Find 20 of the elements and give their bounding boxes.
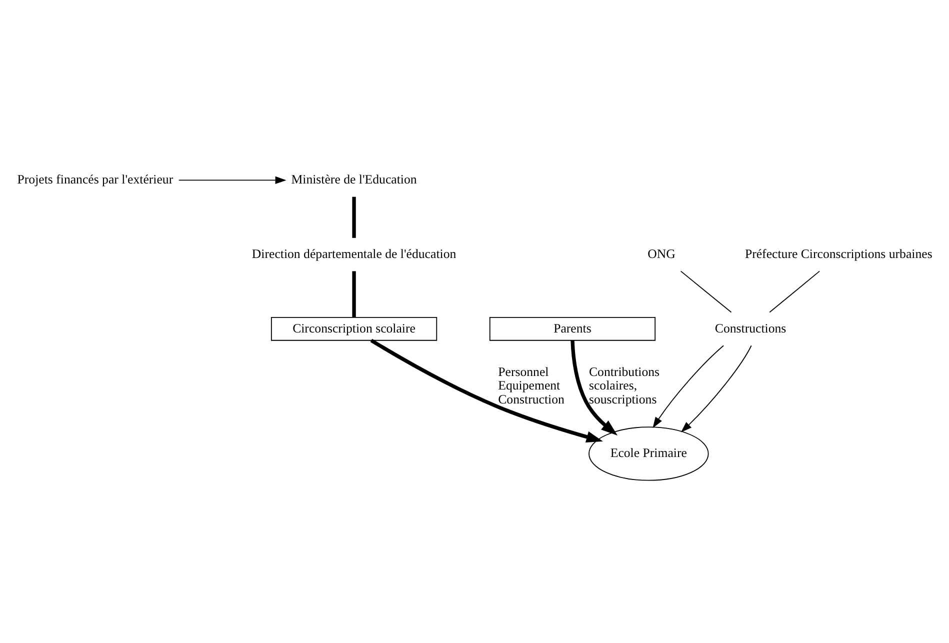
node-box: Parents (489, 316, 656, 340)
arrow (370, 338, 603, 442)
arrow (680, 344, 752, 432)
node-text: ONG (648, 246, 676, 260)
arrow (178, 176, 286, 184)
arrow (652, 344, 724, 428)
arrow (570, 340, 618, 435)
node-text: Constructions (714, 320, 786, 335)
edge-label: Contributions scolaires, souscriptions (589, 364, 660, 406)
node-text: Projets financés par l'extérieur (17, 172, 174, 186)
connector (352, 196, 356, 238)
node-text: Direction départementale de l'éducation (252, 246, 456, 260)
connector (352, 270, 356, 316)
node-text: Préfecture Circonscriptions urbaines (744, 246, 932, 260)
node-ellipse: Ecole Primaire (588, 426, 709, 480)
node-text: Ministère de l'Education (291, 172, 417, 186)
connector (769, 270, 820, 312)
edge-label: Personnel Equipement Construction (498, 364, 564, 406)
connector (680, 270, 732, 312)
node-box: Circonscription scolaire (270, 316, 438, 340)
